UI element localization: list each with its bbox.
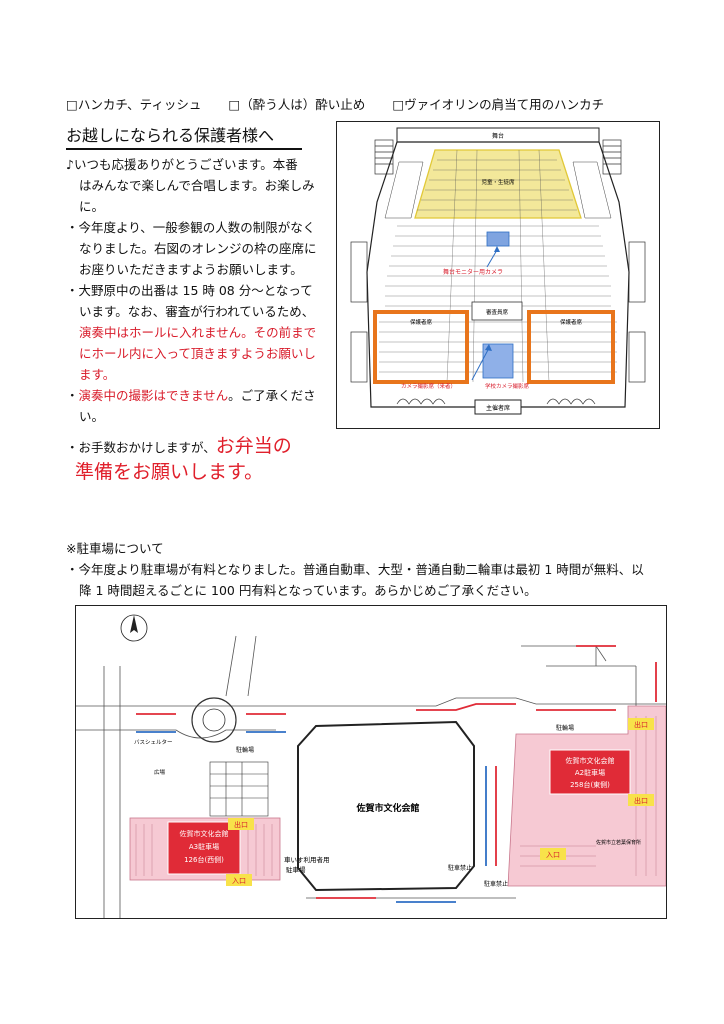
student-seat-area — [414, 149, 582, 219]
seat-map: 舞台 児童・生徒席 舞台モニター用カメラ 審査員席 保護者席 保護者席 — [336, 121, 660, 429]
school-camera-label: 学校カメラ撮影席 — [485, 382, 530, 390]
a2-entrance: 入口 — [546, 851, 560, 859]
a3-exit: 出口 — [234, 820, 248, 829]
student-area-label: 児童・生徒席 — [481, 178, 515, 186]
checklist: □ハンカチ、ティッシュ □（酔う人は）酔い止め □ヴァイオリンの肩当て用のハンカ… — [66, 94, 626, 113]
bullet-2-line: お座りいただきますようお願いします。 — [79, 262, 303, 277]
bullet-2: ・今年度より、一般参観の人数の制限がなく — [66, 220, 316, 235]
wheelchair-parking: 車いす利用者用 — [284, 855, 330, 864]
bullet-3: ・大野原中の出番は 15 時 08 分～となって — [66, 283, 313, 298]
guardian-label-right: 保護者席 — [560, 318, 583, 326]
checklist-item: □ハンカチ、ティッシュ — [66, 97, 202, 112]
checklist-item: □（酔う人は）酔い止め — [228, 97, 366, 112]
nursery-label: 佐賀市立若葉保育所 — [596, 839, 641, 846]
wheelchair-parking-2: 駐車場 — [286, 865, 306, 874]
a2-label-1: 佐賀市文化会館 — [566, 756, 615, 765]
bullet-3-warning: にホール内に入って頂きますようお願いし — [79, 346, 316, 361]
bullet-3-line: います。なお、審査が行われているため、 — [79, 304, 315, 319]
a3-label-3: 126台(西側) — [184, 855, 224, 864]
bullet-3-warning: 演奏中はホールに入れません。その前まで — [79, 325, 317, 340]
a3-entrance: 入口 — [232, 877, 246, 885]
guardian-seat-left — [373, 310, 469, 384]
guardian-seat-right — [527, 310, 615, 384]
bullet-1: ♪いつも応援ありがとうございます。本番 — [66, 157, 298, 172]
bike-parking-east: 駐輪場 — [556, 724, 574, 732]
roundabout — [191, 697, 237, 743]
a2-label-2: A2駐車場 — [575, 768, 605, 777]
checklist-item: □ヴァイオリンの肩当て用のハンカチ — [392, 97, 605, 112]
a3-label-2: A3駐車場 — [189, 842, 219, 851]
bus-shelter-label: バスシェルター — [134, 738, 173, 746]
bike-parking-west: 駐輪場 — [236, 746, 254, 754]
sponsor-label: 主催者席 — [486, 404, 510, 412]
bullet-1-line: に。 — [79, 199, 105, 214]
bullet-1-line: はみんなで楽しんで合唱します。お楽しみ — [79, 178, 315, 193]
parking-note-line2: 降 1 時間超えるごとに 100 円有料となっています。あらかじめご了承ください… — [79, 583, 537, 598]
parking-map: 佐賀市文化会館 駐輪場 駐輪場 佐賀市文化会館 A3駐車場 126台(西側) 出… — [75, 605, 667, 919]
no-parking-1: 駐車禁止 — [448, 864, 472, 872]
guardian-label-left: 保護者席 — [410, 318, 433, 326]
hall-building — [297, 720, 475, 892]
bullet-3-warning: ます。 — [79, 367, 116, 382]
bullet-2-line: なりました。右図のオレンジの枠の座席に — [79, 241, 317, 256]
hall-label: 佐賀市文化会館 — [355, 802, 419, 814]
no-parking-2: 駐車禁止 — [484, 880, 508, 888]
bullet-list: ♪いつも応援ありがとうございます。本番 はみんなで楽しんで合唱します。お楽しみ … — [66, 154, 336, 485]
judge-label: 審査員席 — [486, 308, 509, 316]
lunch-request: 準備をお願いします。 — [75, 461, 264, 483]
a3-label-1: 佐賀市文化会館 — [180, 829, 229, 838]
bullet-4: ・演奏中の撮影はできません。ご了承くださ — [66, 388, 316, 403]
camera-rec-label: カメラ撮影席（来者） — [401, 382, 456, 390]
stage-label: 舞台 — [492, 132, 504, 140]
parking-note: ・今年度より駐車場が有料となりました。普通自動車、大型・普通自動二輪車は最初 1… — [66, 562, 644, 577]
a2-label-3: 258台(東側) — [570, 780, 610, 789]
a2-exit-top: 出口 — [634, 720, 648, 729]
page-heading: お越しになられる保護者様へ — [66, 122, 302, 150]
monitor-camera-label: 舞台モニター用カメラ — [443, 268, 503, 276]
parking-section-title: ※駐車場について — [66, 541, 164, 556]
bullet-4-line: い。 — [79, 409, 105, 424]
plaza-label: 広場 — [154, 768, 166, 776]
bullet-5: ・お手数おかけしますが、お弁当の — [66, 435, 292, 457]
a2-exit-right: 出口 — [634, 796, 648, 805]
